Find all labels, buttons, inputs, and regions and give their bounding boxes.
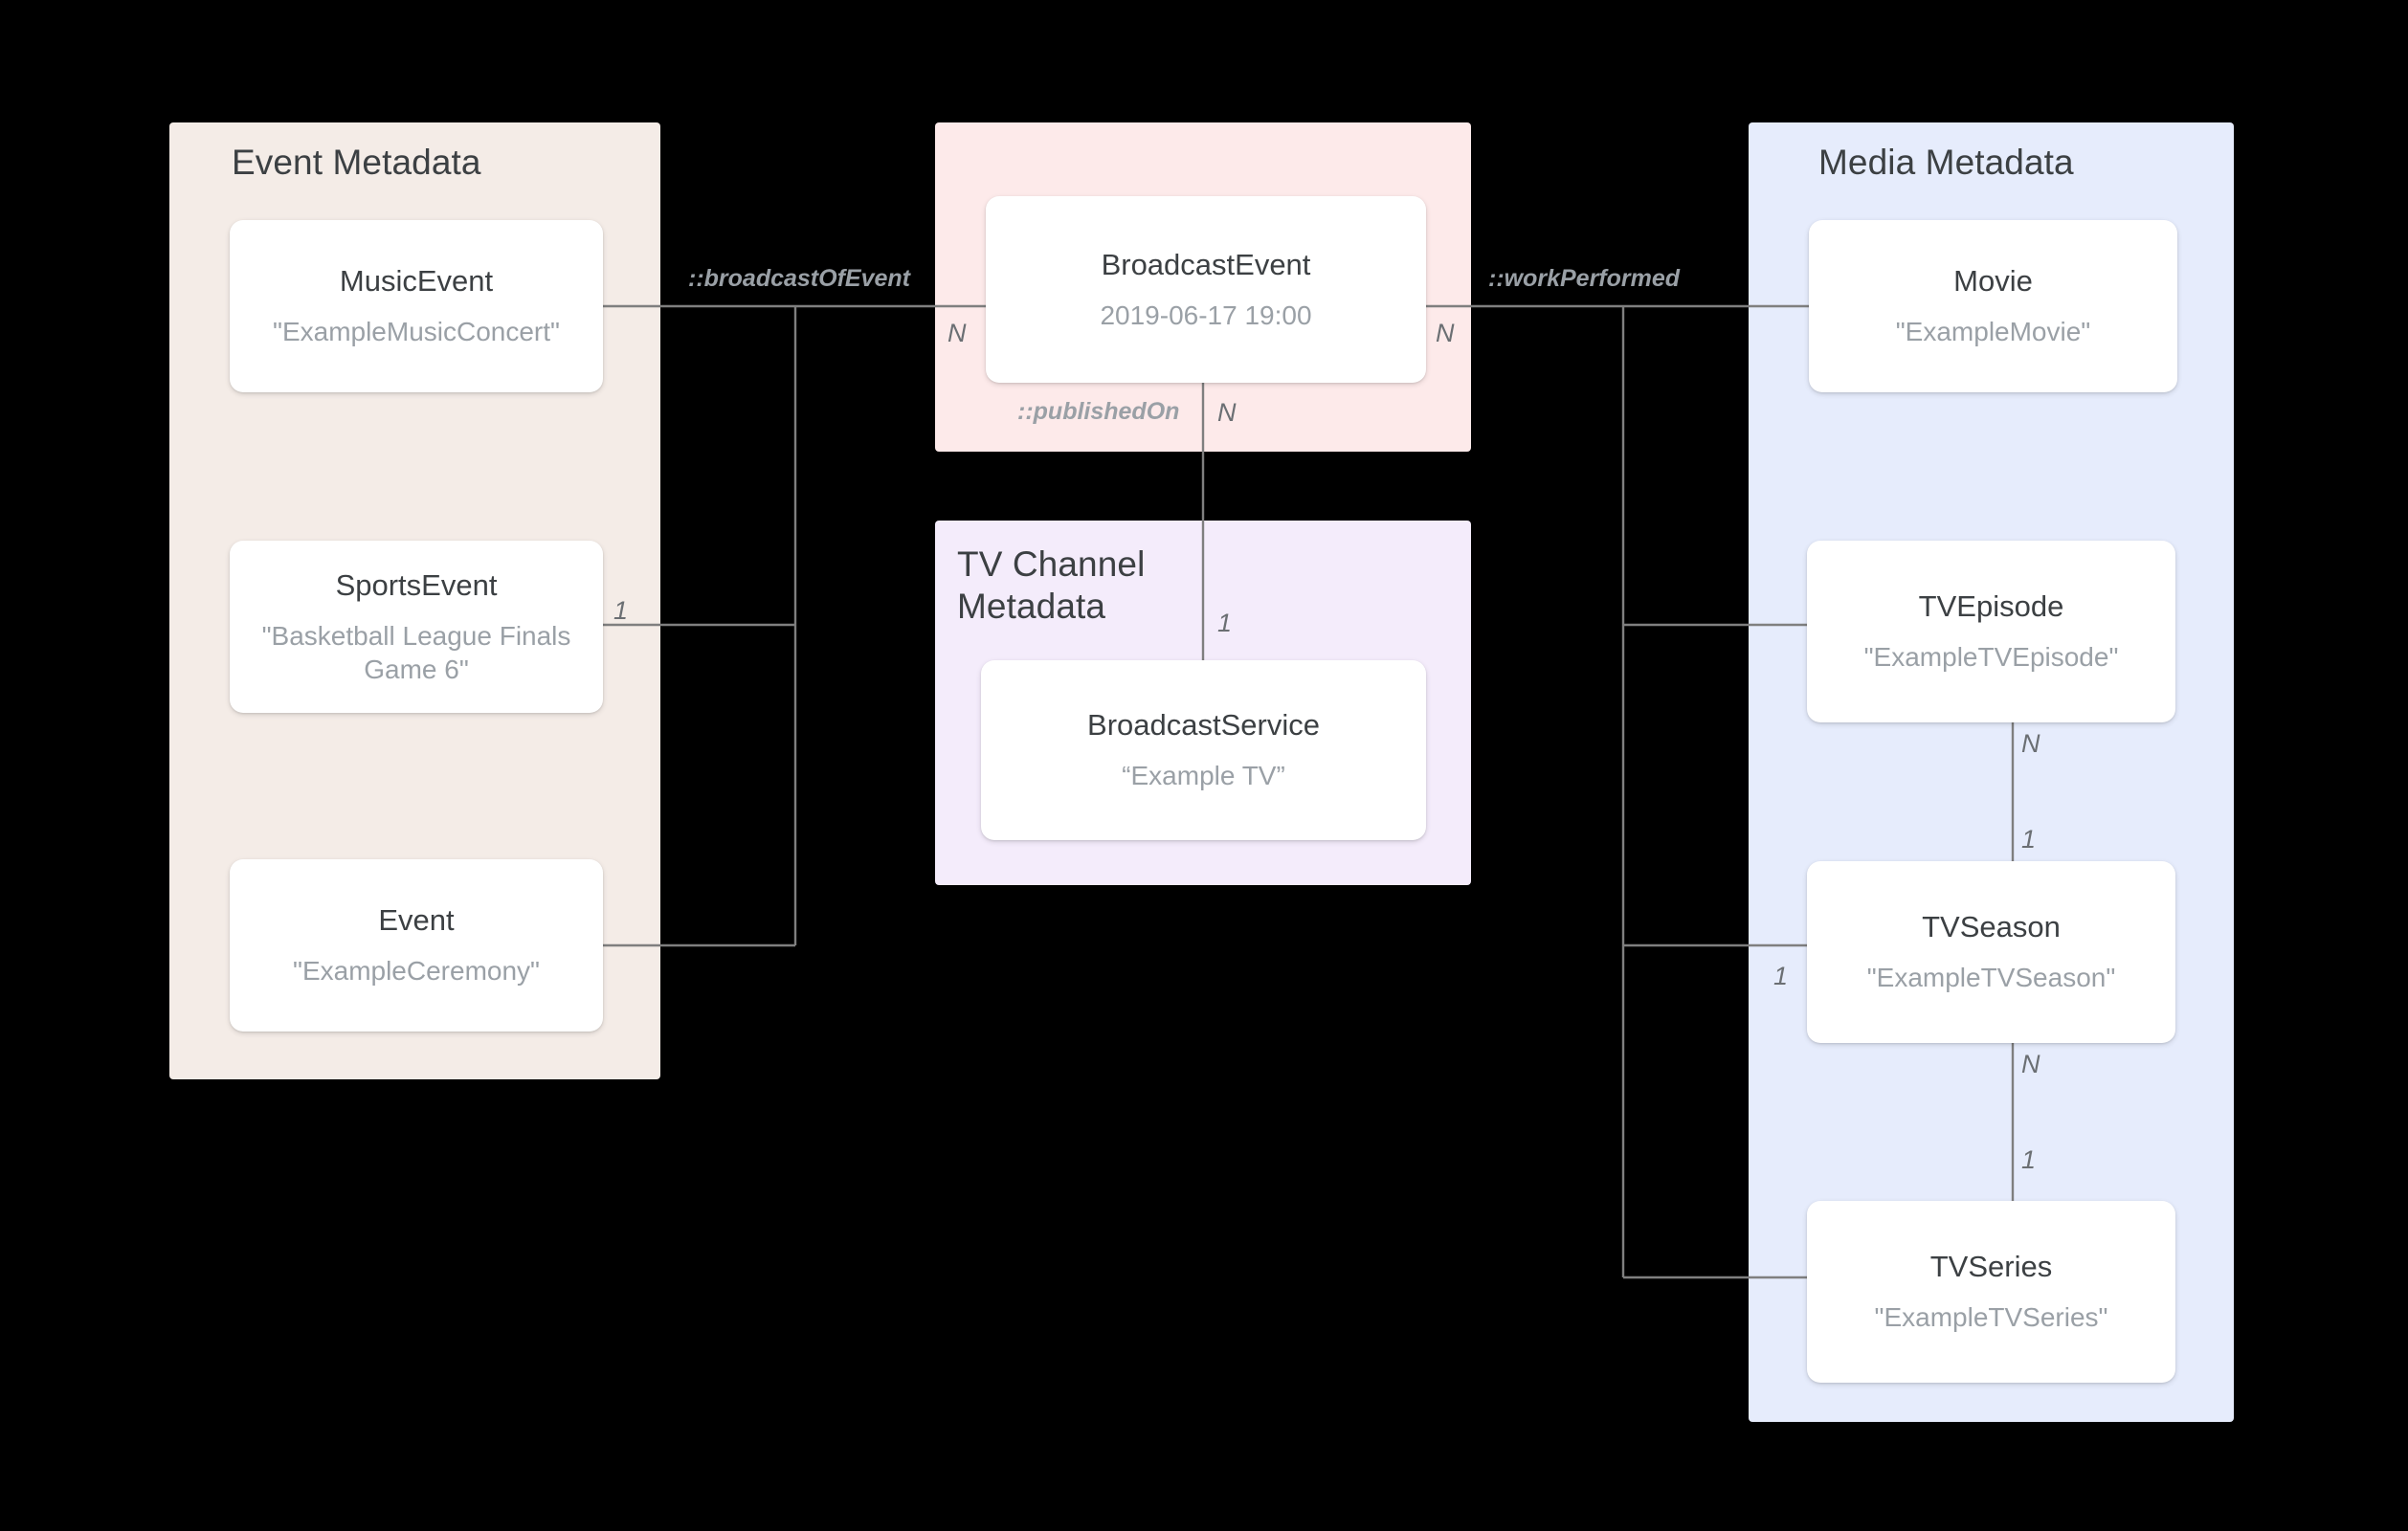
entity-value-label: "ExampleCeremony" xyxy=(293,956,540,987)
cardinality-tvepisode-bottom: N xyxy=(2021,729,2040,758)
relation-label-publishedon: ::publishedOn xyxy=(1017,398,1180,425)
entity-card-tvepisode[interactable]: TVEpisode "ExampleTVEpisode" xyxy=(1807,541,2175,722)
entity-card-musicevent[interactable]: MusicEvent "ExampleMusicConcert" xyxy=(230,220,603,392)
entity-type-label: SportsEvent xyxy=(335,567,498,602)
entity-type-label: BroadcastService xyxy=(1087,708,1320,743)
entity-type-label: TVSeason xyxy=(1922,910,2061,944)
entity-value-label: "ExampleTVSeason" xyxy=(1866,963,2116,993)
entity-value-label: "ExampleMusicConcert" xyxy=(273,317,560,347)
entity-value-label: "ExampleTVSeries" xyxy=(1874,1302,2108,1333)
entity-type-label: TVSeries xyxy=(1929,1250,2053,1284)
entity-card-event[interactable]: Event "ExampleCeremony" xyxy=(230,859,603,1032)
cardinality-tvseason-top: 1 xyxy=(2021,825,2037,854)
cardinality-broadcastevent-left: N xyxy=(948,319,967,347)
cardinality-broadcastevent-right: N xyxy=(1436,319,1455,347)
entity-value-label: 2019-06-17 19:00 xyxy=(1100,300,1312,330)
cardinality-tvseason-bottom: N xyxy=(2021,1050,2040,1078)
entity-value-label: "ExampleTVEpisode" xyxy=(1863,642,2119,673)
entity-card-broadcastservice[interactable]: BroadcastService “Example TV” xyxy=(981,660,1426,840)
entity-type-label: BroadcastEvent xyxy=(1101,247,1311,281)
entity-type-label: Event xyxy=(378,903,455,938)
cardinality-tvseries-top: 1 xyxy=(2021,1145,2037,1174)
group-title-tv-channel-metadata: TV Channel Metadata xyxy=(957,544,1146,626)
group-title-media-metadata: Media Metadata xyxy=(1818,143,2074,182)
relation-label-workperformed: ::workPerformed xyxy=(1488,265,1681,292)
entity-type-label: TVEpisode xyxy=(1918,589,2064,624)
entity-card-movie[interactable]: Movie "ExampleMovie" xyxy=(1809,220,2177,392)
entity-value-label: "Basketball League Finals Game 6" xyxy=(261,620,571,684)
cardinality-sportsevent-right: 1 xyxy=(613,596,629,625)
entity-card-tvseason[interactable]: TVSeason "ExampleTVSeason" xyxy=(1807,861,2175,1043)
cardinality-broadcastevent-bottom: N xyxy=(1217,398,1237,427)
entity-card-tvseries[interactable]: TVSeries "ExampleTVSeries" xyxy=(1807,1201,2175,1383)
entity-value-label: “Example TV” xyxy=(1122,761,1285,791)
entity-type-label: Movie xyxy=(1953,264,2033,299)
cardinality-broadcastservice-top: 1 xyxy=(1217,609,1233,637)
group-title-event-metadata: Event Metadata xyxy=(232,143,481,182)
entity-card-broadcastevent[interactable]: BroadcastEvent 2019-06-17 19:00 xyxy=(986,196,1426,383)
cardinality-tvseason-left: 1 xyxy=(1773,962,1789,990)
entity-type-label: MusicEvent xyxy=(339,264,494,299)
relation-label-broadcastofevent: ::broadcastOfEvent xyxy=(688,265,910,292)
entity-card-sportsevent[interactable]: SportsEvent "Basketball League Finals Ga… xyxy=(230,541,603,713)
entity-value-label: "ExampleMovie" xyxy=(1895,317,2091,347)
